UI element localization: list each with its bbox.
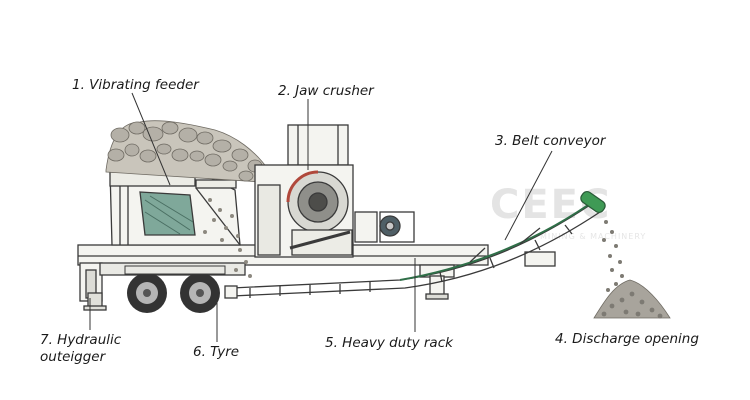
label-belt-conveyor: 3. Belt conveyor — [495, 133, 606, 149]
label-vibrating-feeder: 1. Vibrating feeder — [72, 77, 199, 93]
watermark-subtext: MINING & MACHINERY — [540, 232, 647, 241]
leader-lines — [89, 92, 553, 342]
feeder-gravel — [203, 198, 252, 278]
jaw-crusher — [254, 124, 415, 258]
label-heavy-duty-rack: 5. Heavy duty rack — [325, 335, 453, 351]
axle-housing — [124, 265, 226, 275]
label-discharge-opening: 4. Discharge opening — [555, 331, 699, 347]
label-hydraulic-outrigger: 7. Hydraulic outeigger — [40, 332, 121, 366]
leader-vibrating-feeder — [131, 92, 171, 186]
hydraulic-outrigger — [83, 292, 107, 311]
vibrating-feeder — [109, 169, 241, 246]
discharge-head — [580, 190, 606, 214]
label-jaw-crusher: 2. Jaw crusher — [278, 83, 374, 99]
tyre-front — [127, 273, 167, 313]
label-hydraulic-outrigger-line1: 7. Hydraulic — [40, 332, 122, 348]
discharge-opening — [593, 220, 671, 319]
belt-conveyor — [224, 197, 601, 299]
tyre-rear — [180, 273, 220, 313]
label-tyre: 6. Tyre — [193, 344, 240, 360]
leader-belt-conveyor — [504, 150, 553, 241]
label-hydraulic-outrigger-line2: outeigger — [40, 349, 106, 365]
